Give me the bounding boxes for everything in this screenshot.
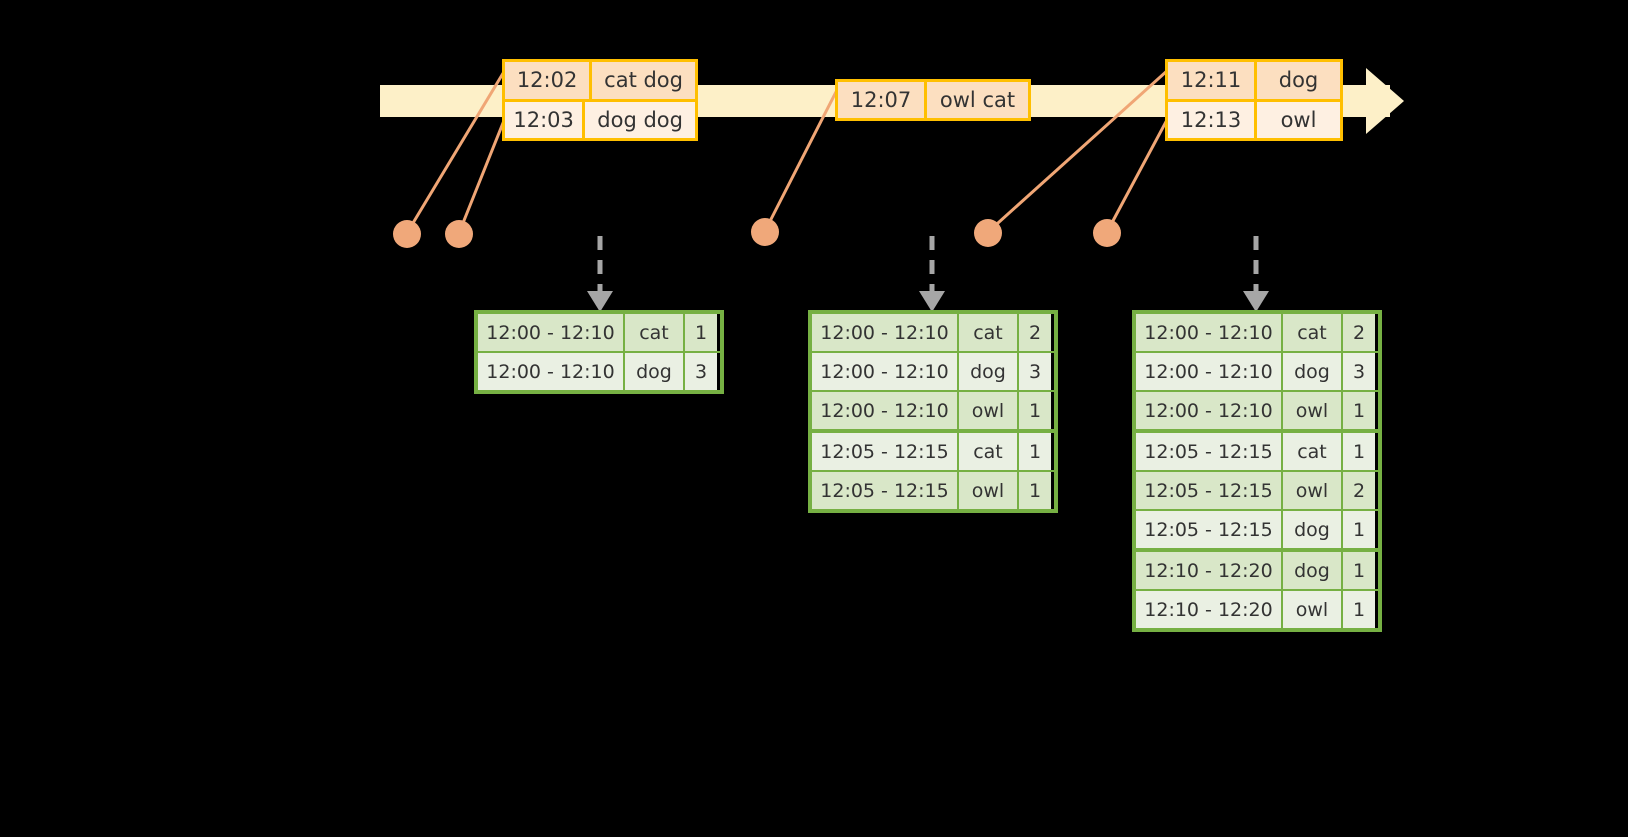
table-row[interactable]: 12:00 - 12:10 owl 1 [812, 390, 1054, 429]
cell-window: 12:10 - 12:20 [1136, 552, 1281, 589]
event-text: owl cat [927, 82, 1028, 118]
table-row[interactable]: 12:00 - 12:10 dog 3 [1136, 351, 1378, 390]
event-time: 12:02 [505, 62, 593, 99]
event-text: cat dog [592, 62, 695, 99]
cell-word: cat [1281, 314, 1341, 351]
cell-word: cat [957, 433, 1017, 470]
cell-count: 3 [1341, 353, 1375, 390]
cell-window: 12:05 - 12:15 [812, 472, 957, 509]
cell-window: 12:00 - 12:10 [812, 353, 957, 390]
cell-window: 12:00 - 12:10 [812, 314, 957, 351]
result-table-1[interactable]: 12:00 - 12:10 cat 1 12:00 - 12:10 dog 3 [474, 310, 724, 394]
cell-word: dog [623, 353, 683, 390]
event-time: 12:03 [505, 101, 586, 138]
cell-count: 1 [1017, 472, 1051, 509]
result-table-2[interactable]: 12:00 - 12:10 cat 2 12:00 - 12:10 dog 3 … [808, 310, 1058, 513]
table-row[interactable]: 12:05 - 12:15 cat 1 [1136, 429, 1378, 470]
cell-count: 2 [1017, 314, 1051, 351]
event-row[interactable]: 12:13 owl [1168, 98, 1340, 138]
cell-count: 1 [1017, 392, 1051, 429]
table-row[interactable]: 12:05 - 12:15 owl 1 [812, 470, 1054, 509]
cell-count: 1 [1341, 511, 1375, 548]
table-row[interactable]: 12:00 - 12:10 dog 3 [812, 351, 1054, 390]
cell-word: cat [623, 314, 683, 351]
cell-window: 12:05 - 12:15 [1136, 433, 1281, 470]
cell-word: cat [957, 314, 1017, 351]
event-time: 12:11 [1168, 62, 1257, 99]
cell-window: 12:00 - 12:10 [478, 314, 623, 351]
cell-window: 12:00 - 12:10 [1136, 392, 1281, 429]
event-box-1[interactable]: 12:02 cat dog 12:03 dog dog [502, 59, 698, 141]
table-row[interactable]: 12:00 - 12:10 cat 2 [812, 314, 1054, 351]
event-row[interactable]: 12:07 owl cat [838, 82, 1028, 118]
cell-word: owl [1281, 591, 1341, 628]
cell-count: 1 [683, 314, 717, 351]
cell-window: 12:00 - 12:10 [1136, 314, 1281, 351]
trigger-arrowheads [587, 291, 1269, 312]
cell-count: 3 [1017, 353, 1051, 390]
cell-word: cat [1281, 433, 1341, 470]
cell-word: dog [1281, 552, 1341, 589]
cell-word: owl [1281, 472, 1341, 509]
event-text: dog [1257, 62, 1340, 99]
cell-window: 12:00 - 12:10 [478, 353, 623, 390]
table-row[interactable]: 12:00 - 12:10 cat 1 [478, 314, 720, 351]
event-box-2[interactable]: 12:07 owl cat [835, 79, 1031, 121]
table-row[interactable]: 12:05 - 12:15 owl 2 [1136, 470, 1378, 509]
cell-count: 2 [1341, 314, 1375, 351]
cell-window: 12:10 - 12:20 [1136, 591, 1281, 628]
watermark-dots [393, 218, 1121, 248]
table-row[interactable]: 12:10 - 12:20 owl 1 [1136, 589, 1378, 628]
cell-count: 2 [1341, 472, 1375, 509]
cell-count: 1 [1341, 552, 1375, 589]
table-row[interactable]: 12:05 - 12:15 cat 1 [812, 429, 1054, 470]
cell-word: owl [957, 472, 1017, 509]
table-row[interactable]: 12:00 - 12:10 owl 1 [1136, 390, 1378, 429]
event-text: owl [1257, 101, 1340, 138]
cell-count: 1 [1341, 433, 1375, 470]
table-row[interactable]: 12:10 - 12:20 dog 1 [1136, 548, 1378, 589]
event-row[interactable]: 12:11 dog [1168, 62, 1340, 99]
event-row[interactable]: 12:02 cat dog [505, 62, 695, 99]
table-row[interactable]: 12:05 - 12:15 dog 1 [1136, 509, 1378, 548]
cell-window: 12:05 - 12:15 [1136, 511, 1281, 548]
table-row[interactable]: 12:00 - 12:10 dog 3 [478, 351, 720, 390]
event-box-3[interactable]: 12:11 dog 12:13 owl [1165, 59, 1343, 141]
cell-count: 3 [683, 353, 717, 390]
event-row[interactable]: 12:03 dog dog [505, 98, 695, 138]
cell-count: 1 [1341, 591, 1375, 628]
table-row[interactable]: 12:00 - 12:10 cat 2 [1136, 314, 1378, 351]
trigger-arrows [597, 236, 1259, 292]
event-time: 12:07 [838, 82, 927, 118]
cell-word: owl [1281, 392, 1341, 429]
cell-word: dog [957, 353, 1017, 390]
cell-window: 12:00 - 12:10 [812, 392, 957, 429]
cell-count: 1 [1017, 433, 1051, 470]
result-table-3[interactable]: 12:00 - 12:10 cat 2 12:00 - 12:10 dog 3 … [1132, 310, 1382, 632]
cell-window: 12:05 - 12:15 [1136, 472, 1281, 509]
cell-window: 12:00 - 12:10 [1136, 353, 1281, 390]
event-text: dog dog [585, 101, 695, 138]
event-time: 12:13 [1168, 101, 1257, 138]
cell-count: 1 [1341, 392, 1375, 429]
cell-word: dog [1281, 353, 1341, 390]
cell-word: owl [957, 392, 1017, 429]
cell-word: dog [1281, 511, 1341, 548]
cell-window: 12:05 - 12:15 [812, 433, 957, 470]
